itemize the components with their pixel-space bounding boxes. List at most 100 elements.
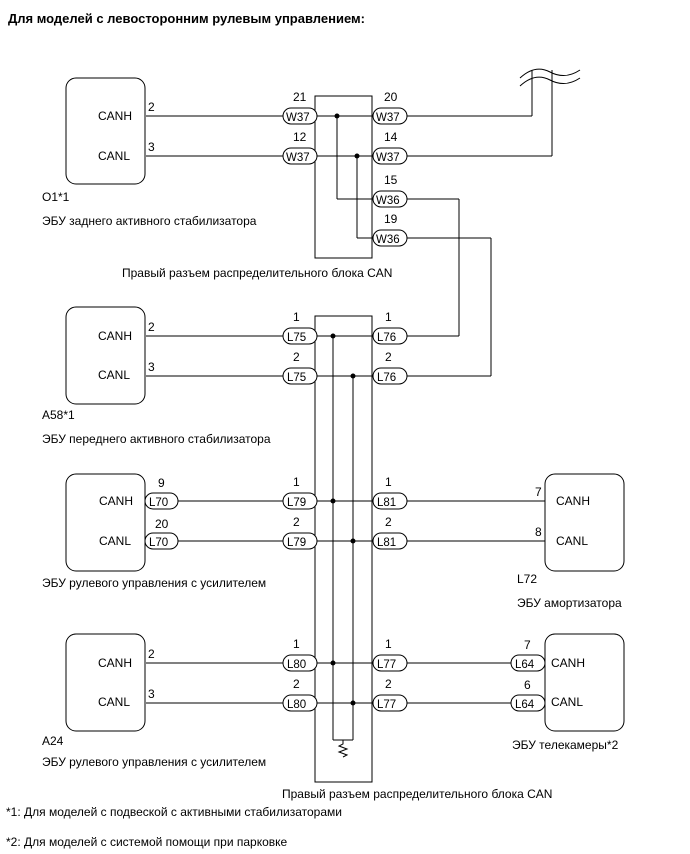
ps1-conn-l-label: L70 — [149, 537, 168, 549]
cam-ecu-name: ЭБУ телекамеры*2 — [512, 738, 619, 752]
jb-left-conn — [282, 694, 318, 712]
junction-bottom-label: Правый разъем распределительного блока C… — [282, 787, 552, 801]
damper-pin-h: 7 — [535, 485, 542, 499]
jb-left-conn — [282, 654, 318, 672]
jb-left-conn — [282, 327, 318, 345]
jb-splice-dot — [350, 538, 356, 544]
jb-left-pin: 1 — [293, 637, 300, 651]
damper-canl-label: CANL — [556, 534, 588, 548]
jb-right-conn-label: L77 — [377, 699, 396, 711]
damper-canh-label: CANH — [556, 494, 590, 508]
jb-splice-dot — [350, 700, 356, 706]
jb-splice-dot — [330, 498, 336, 504]
jb-left-pin: 2 — [293, 677, 300, 691]
ecu-tv-camera — [544, 633, 625, 732]
jb-left-conn — [282, 367, 318, 385]
jb-left-pin: 1 — [293, 310, 300, 324]
jb-splice-dot — [330, 660, 336, 666]
rear-pin-l: 3 — [148, 140, 155, 154]
ecu-rear-stabilizer — [65, 77, 146, 185]
ps1-pin-h: 9 — [158, 476, 165, 490]
ecu-damper — [544, 473, 625, 572]
jt-right-conn-3-label: W36 — [376, 195, 400, 207]
ps2-pin-h: 2 — [148, 647, 155, 661]
ps2-ecu-code: A24 — [42, 734, 64, 748]
jb-left-conn-label: L80 — [287, 699, 306, 711]
jb-right-pin: 1 — [385, 310, 392, 324]
jb-left-conn-label: L79 — [287, 537, 306, 549]
cam-conn-h-label: L64 — [515, 659, 535, 671]
jb-left-pin: 2 — [293, 515, 300, 529]
junction-block-top — [314, 95, 373, 259]
ps1-canl-label: CANL — [99, 534, 131, 548]
jb-right-pin: 2 — [385, 515, 392, 529]
jt-right-pin-2: 14 — [384, 130, 398, 144]
jt-right-pin-3: 15 — [384, 173, 398, 187]
jb-right-pin: 1 — [385, 475, 392, 489]
cam-canl-label: CANL — [551, 695, 583, 709]
jb-right-conn-label: L77 — [377, 659, 396, 671]
damper-ecu-code: L72 — [517, 572, 537, 586]
jb-left-conn-label: L75 — [287, 372, 306, 384]
jb-right-conn — [372, 694, 408, 712]
jt-left-pin-2: 12 — [293, 130, 307, 144]
page-title: Для моделей с левосторонним рулевым упра… — [8, 11, 365, 26]
jb-right-pin: 2 — [385, 350, 392, 364]
cam-pin-l: 6 — [524, 678, 531, 692]
jb-splice-dot — [350, 373, 356, 379]
damper-pin-l: 8 — [535, 525, 542, 539]
cam-pin-h: 7 — [524, 638, 531, 652]
junction-block-bottom — [314, 315, 373, 783]
jb-right-conn — [372, 327, 408, 345]
ps2-canl-label: CANL — [98, 695, 130, 709]
front-ecu-name: ЭБУ переднего активного стабилизатора — [42, 432, 271, 446]
jt-right-pin-1: 20 — [384, 90, 398, 104]
ps2-pin-l: 3 — [148, 687, 155, 701]
jt-right-conn-1-label: W37 — [376, 112, 400, 124]
front-ecu-code: A58*1 — [42, 408, 75, 422]
jb-left-pin: 1 — [293, 475, 300, 489]
jt-right-conn-4-label: W36 — [376, 234, 400, 246]
rear-canl-label: CANL — [98, 149, 130, 163]
front-pin-l: 3 — [148, 360, 155, 374]
jb-right-conn-label: L81 — [377, 497, 396, 509]
jt-left-pin-1: 21 — [293, 90, 307, 104]
jb-right-pin: 2 — [385, 677, 392, 691]
jb-right-pin: 1 — [385, 637, 392, 651]
jt-right-pin-4: 19 — [384, 212, 398, 226]
jt-left-conn-2-label: W37 — [286, 152, 310, 164]
footnote-1: *1: Для моделей с подвеской с активными … — [6, 805, 342, 819]
ecu-power-steering-2 — [65, 633, 146, 732]
jb-right-conn — [372, 654, 408, 672]
jb-left-conn-label: L79 — [287, 497, 306, 509]
rear-canh-label: CANH — [98, 109, 132, 123]
junction-top-label: Правый разъем распределительного блока C… — [122, 266, 392, 280]
jt-right-conn-2-label: W37 — [376, 152, 400, 164]
jb-right-conn-label: L81 — [377, 537, 396, 549]
jb-left-conn — [282, 492, 318, 510]
jb-left-conn-label: L80 — [287, 659, 306, 671]
front-canh-label: CANH — [98, 329, 132, 343]
jb-left-pin: 2 — [293, 350, 300, 364]
cam-conn-l-label: L64 — [515, 699, 535, 711]
ps2-ecu-name: ЭБУ рулевого управления с усилителем — [42, 755, 266, 769]
jb-right-conn-label: L76 — [377, 372, 396, 384]
footnote-2: *2: Для моделей с системой помощи при па… — [6, 835, 288, 849]
rear-pin-h: 2 — [148, 100, 155, 114]
ps1-pin-l: 20 — [155, 517, 169, 531]
damper-ecu-name: ЭБУ амортизатора — [517, 596, 622, 610]
ps1-ecu-name: ЭБУ рулевого управления с усилителем — [42, 576, 266, 590]
jb-right-conn — [372, 532, 408, 550]
jt-left-conn-1-label: W37 — [286, 112, 310, 124]
ps1-conn-h-label: L70 — [149, 497, 168, 509]
rear-ecu-code: O1*1 — [42, 190, 70, 204]
cam-canh-label: CANH — [551, 656, 585, 670]
front-pin-h: 2 — [148, 320, 155, 334]
jb-left-conn-label: L75 — [287, 332, 306, 344]
ps2-canh-label: CANH — [98, 656, 132, 670]
jb-splice-dot — [330, 333, 336, 339]
ecu-front-stabilizer — [65, 306, 146, 405]
jb-right-conn-label: L76 — [377, 332, 396, 344]
rear-ecu-name: ЭБУ заднего активного стабилизатора — [42, 214, 257, 228]
front-canl-label: CANL — [98, 368, 130, 382]
